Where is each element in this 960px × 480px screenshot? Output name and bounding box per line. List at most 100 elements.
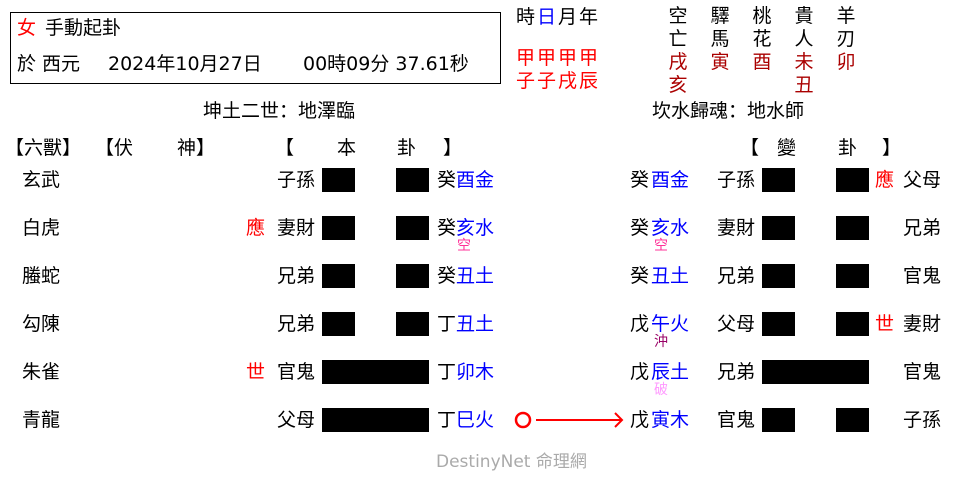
pillar-label-year: 年 (578, 6, 598, 28)
bian-marker: 世 (875, 313, 895, 335)
bian-note-chong: 沖 (654, 334, 668, 350)
ben-branch: 酉金 (456, 169, 495, 191)
pillar-stem: 甲 (536, 47, 556, 69)
beast: 螣蛇 (22, 265, 61, 287)
pillar-stems: 甲 甲 甲 甲 (515, 46, 599, 70)
pillar-label-hour: 時 (515, 6, 535, 28)
header-fushen-open: 【伏 (95, 137, 134, 159)
header-ben-label: 本 (337, 137, 357, 159)
beast: 青龍 (22, 409, 61, 431)
ben-stem: 丁 (437, 361, 457, 383)
time-value: 00時09分 37.61秒 (303, 53, 469, 75)
pillar-label-month: 月 (557, 6, 577, 28)
ben-relation: 妻財 (276, 217, 315, 239)
ben-yao-line (322, 408, 429, 432)
header-bian-gua: 卦 (838, 137, 858, 159)
bian-stem: 癸 (630, 169, 650, 191)
ben-stem: 癸 (437, 169, 457, 191)
header-bian-bracket-open: 【 (740, 137, 760, 159)
gender-label: 女 (17, 17, 37, 39)
ben-branch: 亥水 (456, 217, 495, 239)
bian-stem: 戊 (630, 313, 650, 335)
pillar-branch: 戌 (557, 70, 577, 92)
watermark: DestinyNet 命理網 (436, 452, 587, 472)
ben-relation: 官鬼 (276, 361, 315, 383)
shensha-guiren: 貴 人 未 丑 (794, 5, 814, 96)
date-value: 2024年10月27日 (108, 53, 262, 75)
beast: 朱雀 (22, 361, 61, 383)
ben-relation: 父母 (276, 409, 315, 431)
bian-branch: 丑土 (651, 265, 690, 287)
bian-relation: 妻財 (716, 217, 755, 239)
bian-stem: 癸 (630, 217, 650, 239)
bian-palace-relation: 子孫 (903, 409, 942, 431)
header-fushen-close: 神】 (177, 137, 216, 159)
ben-stem: 丁 (437, 313, 457, 335)
ben-relation: 子孫 (276, 169, 315, 191)
pillar-branch: 辰 (578, 70, 598, 92)
bian-stem: 戊 (630, 409, 650, 431)
date-prefix: 於 西元 (17, 53, 81, 75)
beast: 勾陳 (22, 313, 61, 335)
bian-marker: 應 (875, 169, 895, 191)
bian-stem: 癸 (630, 265, 650, 287)
ben-branch: 卯木 (456, 361, 495, 383)
ben-yao-line (322, 216, 429, 240)
header-box (10, 12, 501, 84)
ben-branch: 丑土 (456, 313, 495, 335)
bian-palace-relation: 父母 (903, 169, 942, 191)
bian-note-po: 破 (654, 382, 668, 398)
bian-palace-relation: 妻財 (903, 313, 942, 335)
ben-branch: 丑土 (456, 265, 495, 287)
bian-stem: 戊 (630, 361, 650, 383)
bian-branch: 午火 (651, 313, 690, 335)
pillar-labels: 時 日 月 年 (515, 5, 599, 29)
method-title: 手動起卦 (45, 17, 122, 39)
pillar-stem: 甲 (578, 47, 598, 69)
shensha-kongwang: 空 亡 戌 亥 (668, 5, 688, 96)
bian-yao-line (762, 360, 869, 384)
bian-yao-line (762, 312, 869, 336)
ben-relation: 兄弟 (276, 265, 315, 287)
bian-yao-line (762, 216, 869, 240)
beast: 白虎 (22, 217, 61, 239)
pillar-stem: 甲 (557, 47, 577, 69)
bian-palace-relation: 兄弟 (903, 217, 942, 239)
bian-relation: 父母 (716, 313, 755, 335)
ben-yao-line (322, 312, 429, 336)
pillar-label-day: 日 (536, 6, 556, 28)
ben-yao-line (322, 360, 429, 384)
ben-note-kong: 空 (457, 238, 471, 254)
bian-branch: 辰土 (651, 361, 690, 383)
pillar-branch: 子 (515, 70, 535, 92)
header-ben-bracket-open: 【 (275, 137, 295, 159)
header-ben-gua: 卦 (397, 137, 417, 159)
bian-relation: 兄弟 (716, 361, 755, 383)
bian-note-kong: 空 (654, 238, 668, 254)
ben-relation: 兄弟 (276, 313, 315, 335)
ben-branch: 巳火 (456, 409, 495, 431)
ben-marker: 應 (246, 217, 266, 239)
bian-yao-line (762, 168, 869, 192)
ben-yao-line (322, 264, 429, 288)
bian-palace-relation: 官鬼 (903, 361, 942, 383)
ben-marker: 世 (246, 361, 266, 383)
beast: 玄武 (22, 169, 61, 191)
shensha-yangren: 羊 刃 卯 (836, 5, 856, 73)
ben-stem: 癸 (437, 265, 457, 287)
bian-branch: 寅木 (651, 409, 690, 431)
ben-stem: 丁 (437, 409, 457, 431)
pillar-branches: 子 子 戌 辰 (515, 69, 599, 93)
pillar-branch: 子 (536, 70, 556, 92)
ben-gua-name: 坤土二世：地澤臨 (203, 100, 356, 122)
bian-yao-line (762, 264, 869, 288)
header-bian-label: 變 (777, 137, 797, 159)
header-liushou: 【六獸】 (5, 137, 82, 159)
ben-yao-line (322, 168, 429, 192)
pillar-stem: 甲 (515, 47, 535, 69)
moving-line-arrow-icon (514, 411, 624, 429)
shensha-taohua: 桃 花 酉 (752, 5, 772, 73)
bian-palace-relation: 官鬼 (903, 265, 942, 287)
ben-stem: 癸 (437, 217, 457, 239)
header-bian-bracket-close: 】 (882, 137, 902, 159)
